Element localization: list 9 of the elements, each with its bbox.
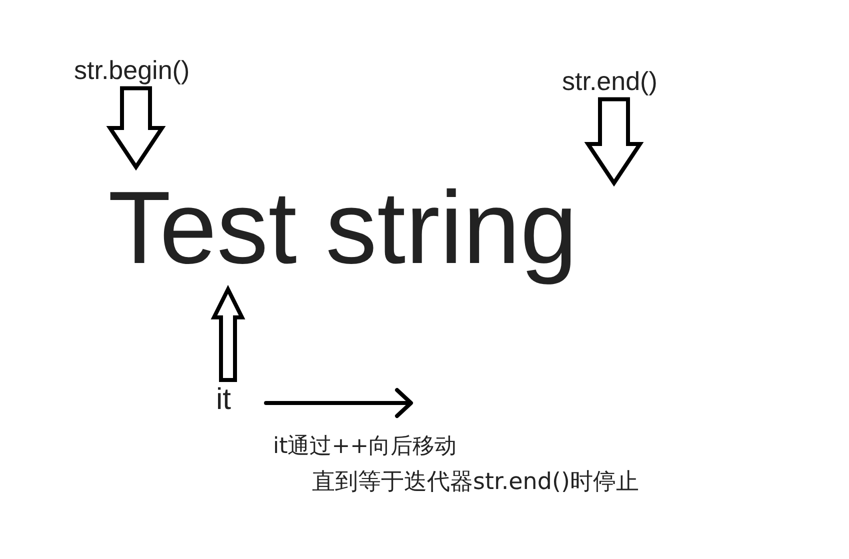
sample-string-text: Test string <box>108 169 578 288</box>
note-text: 直到等于迭代器str.end()时停止 <box>312 469 639 497</box>
hollow-arrow <box>210 284 246 382</box>
note-text: it通过++向后移动 <box>273 434 457 460</box>
variable-label: it <box>216 382 231 418</box>
hollow-arrow <box>584 97 644 187</box>
hollow-arrow <box>106 86 166 171</box>
code-label: str.begin() <box>74 55 190 86</box>
code-label: str.end() <box>562 66 658 98</box>
